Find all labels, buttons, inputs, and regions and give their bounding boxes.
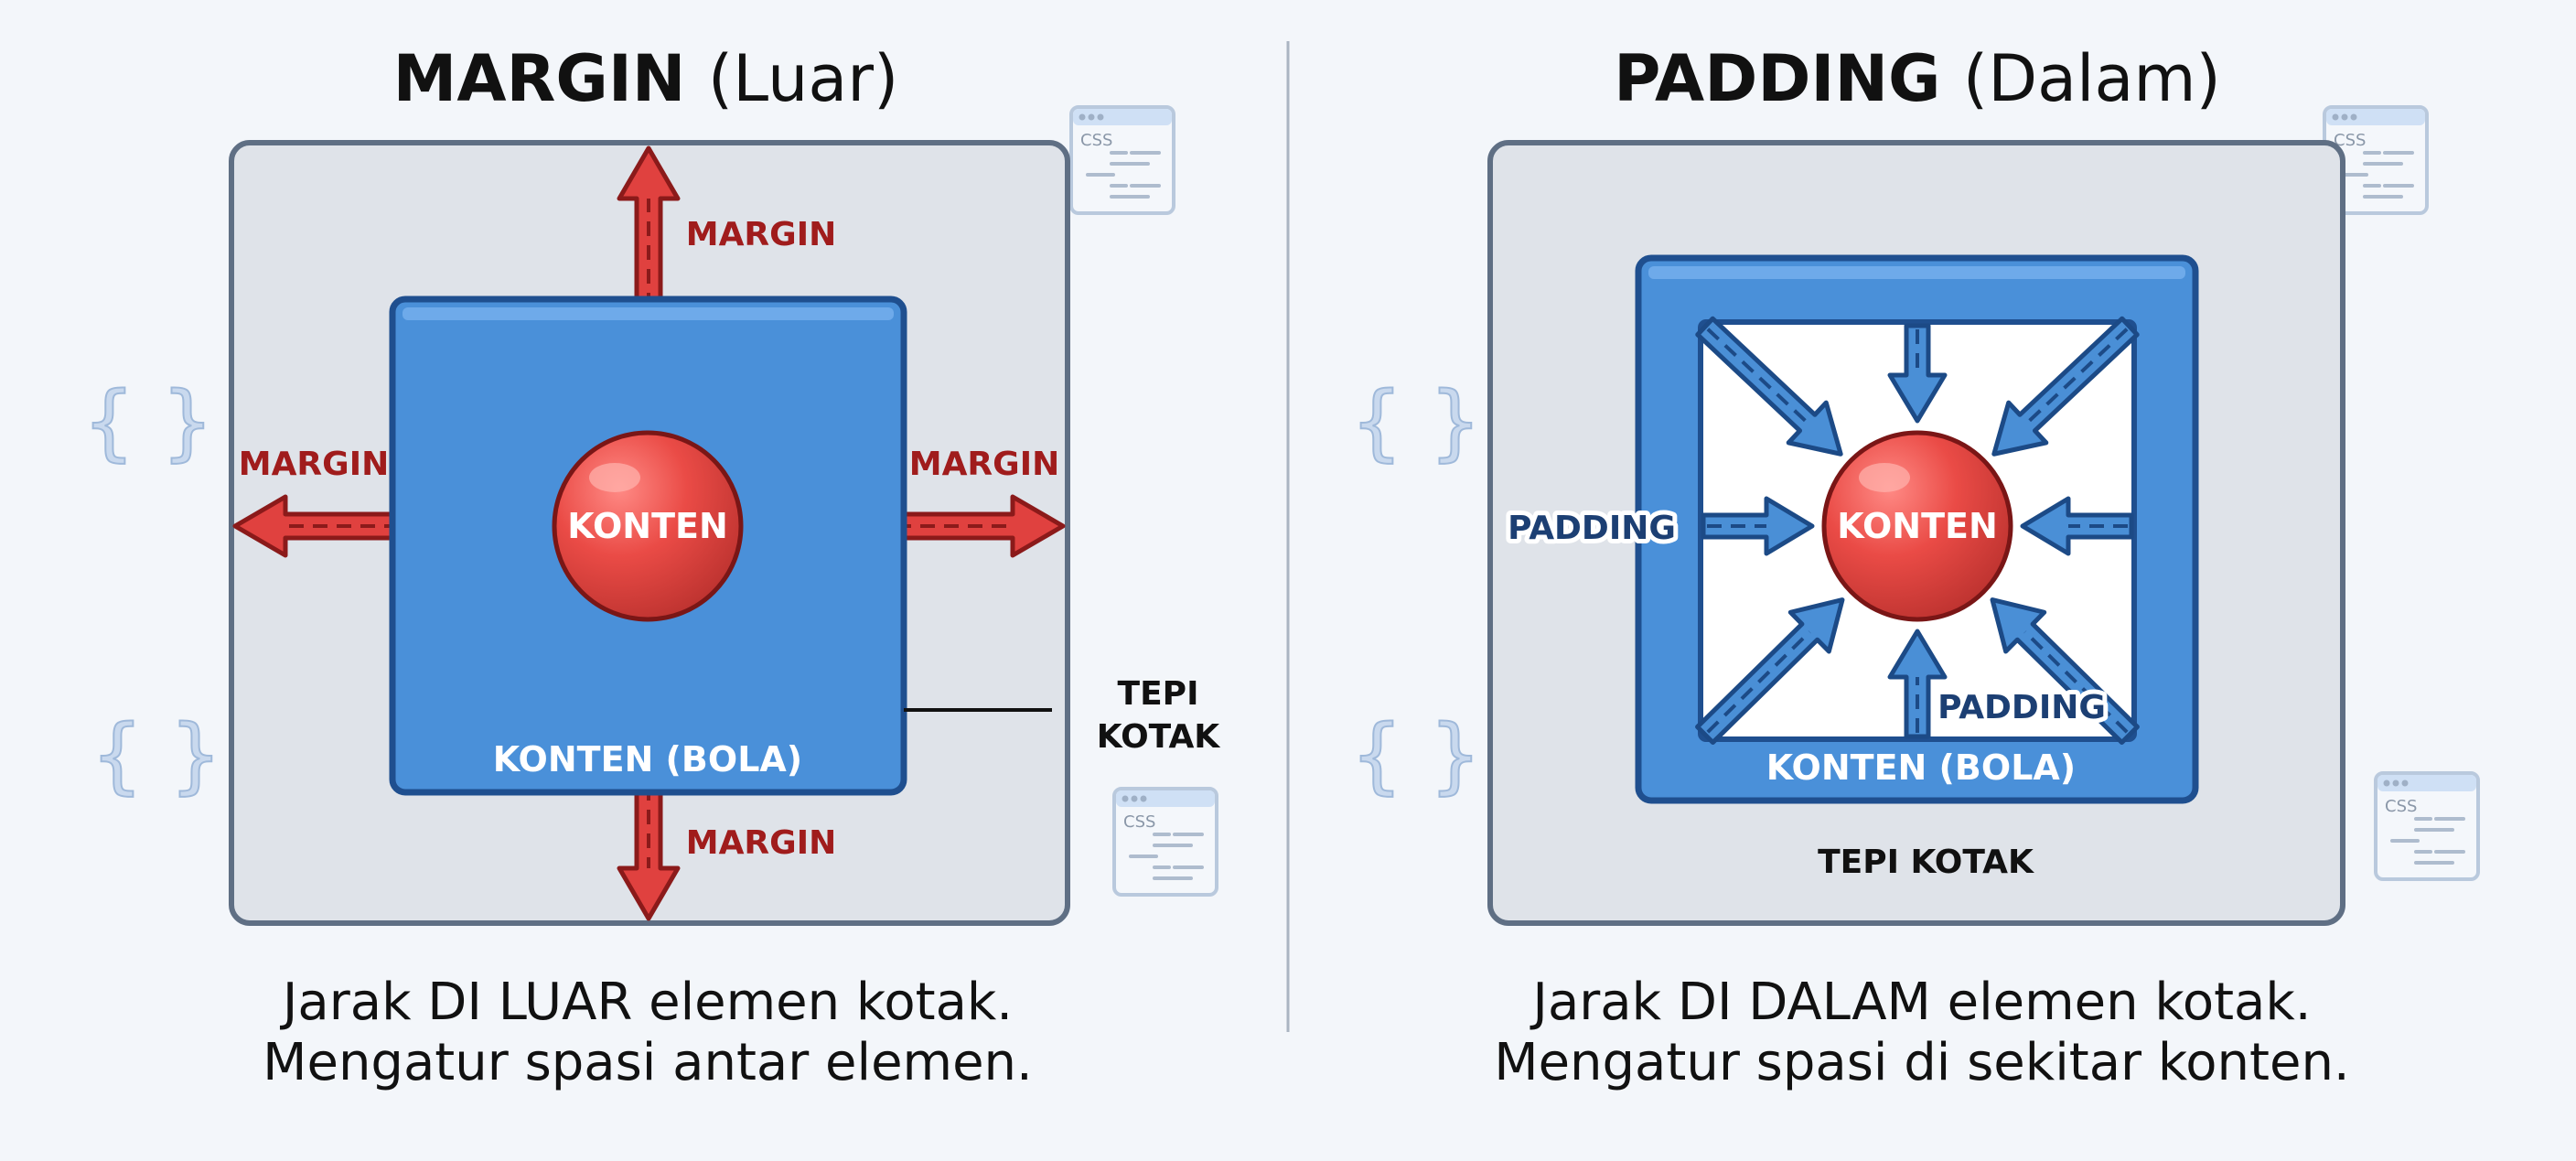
padding-label-left: PADDING: [1508, 510, 1676, 547]
css-file-icon: CSS: [2374, 771, 2480, 881]
box-label: KONTEN (BOLA): [1766, 747, 2076, 788]
css-icon-text: CSS: [2385, 797, 2417, 816]
padding-caption-line2: Mengatur spasi di sekitar konten.: [1494, 1033, 2349, 1092]
margin-label-right: MARGIN: [909, 446, 1059, 483]
margin-title: MARGIN (Luar): [393, 41, 899, 116]
padding-arrow-bottom-right: [1990, 597, 2140, 746]
padding-arrow-top-left: [1695, 316, 1843, 457]
ball-shine: [1859, 463, 1910, 492]
padding-title-bold: PADDING: [1614, 41, 1940, 116]
padding-label-bottom: PADDING: [1937, 689, 2106, 726]
padding-arrow-top-right: [1991, 316, 2140, 457]
curly-braces-icon: { }: [82, 374, 213, 470]
margin-title-bold: MARGIN: [393, 41, 686, 116]
padding-panel: PADDING (Dalam) KONTEN PADDING PADDING K…: [1487, 41, 2350, 1092]
edge-label-line1: TEPI: [1118, 675, 1199, 713]
ball-label: KONTEN: [1837, 506, 1998, 546]
margin-title-light: (Luar): [708, 41, 898, 116]
box-highlight: [1648, 266, 2185, 279]
ball-shine: [589, 463, 640, 492]
margin-arrow-right: [890, 494, 1066, 558]
margin-caption-line2: Mengatur spasi antar elemen.: [263, 1033, 1033, 1092]
padding-title: PADDING (Dalam): [1614, 41, 2221, 116]
margin-caption-line1: Jarak DI LUAR elemen kotak.: [280, 973, 1013, 1032]
margin-arrow-up: [617, 145, 681, 314]
edge-label-line2: KOTAK: [1097, 718, 1221, 756]
padding-arrow-right: [2020, 496, 2134, 556]
edge-label: TEPI KOTAK: [1818, 844, 2034, 881]
curly-braces-icon: { }: [1350, 374, 1481, 470]
ball-label: KONTEN: [567, 506, 728, 546]
padding-arrow-bottom-left: [1695, 597, 1845, 746]
padding-arrow-left: [1701, 496, 1815, 556]
margin-panel: MARGIN (Luar) KONTEN KONTEN (BOLA) MARGI…: [229, 41, 1221, 1092]
css-file-icon: CSS: [2323, 105, 2429, 215]
margin-arrow-left: [232, 494, 405, 558]
css-file-icon: CSS: [1112, 787, 1218, 897]
curly-braces-icon: { }: [91, 707, 221, 803]
margin-label-left: MARGIN: [239, 446, 389, 483]
padding-arrow-bottom: [1887, 629, 1948, 739]
padding-arrow-top: [1887, 323, 1948, 424]
box-label: KONTEN (BOLA): [493, 739, 802, 779]
margin-arrow-down: [617, 779, 681, 921]
padding-caption-line1: Jarak DI DALAM elemen kotak.: [1530, 973, 2311, 1032]
margin-label-bottom: MARGIN: [686, 824, 836, 862]
box-highlight: [402, 307, 894, 320]
curly-braces-icon: { }: [1350, 707, 1481, 803]
padding-title-light: (Dalam): [1963, 41, 2221, 116]
css-icon-text: CSS: [2334, 131, 2366, 150]
css-file-icon: CSS: [1069, 105, 1175, 215]
css-icon-text: CSS: [1123, 812, 1155, 832]
css-icon-text: CSS: [1080, 131, 1112, 150]
margin-label-top: MARGIN: [686, 216, 836, 253]
